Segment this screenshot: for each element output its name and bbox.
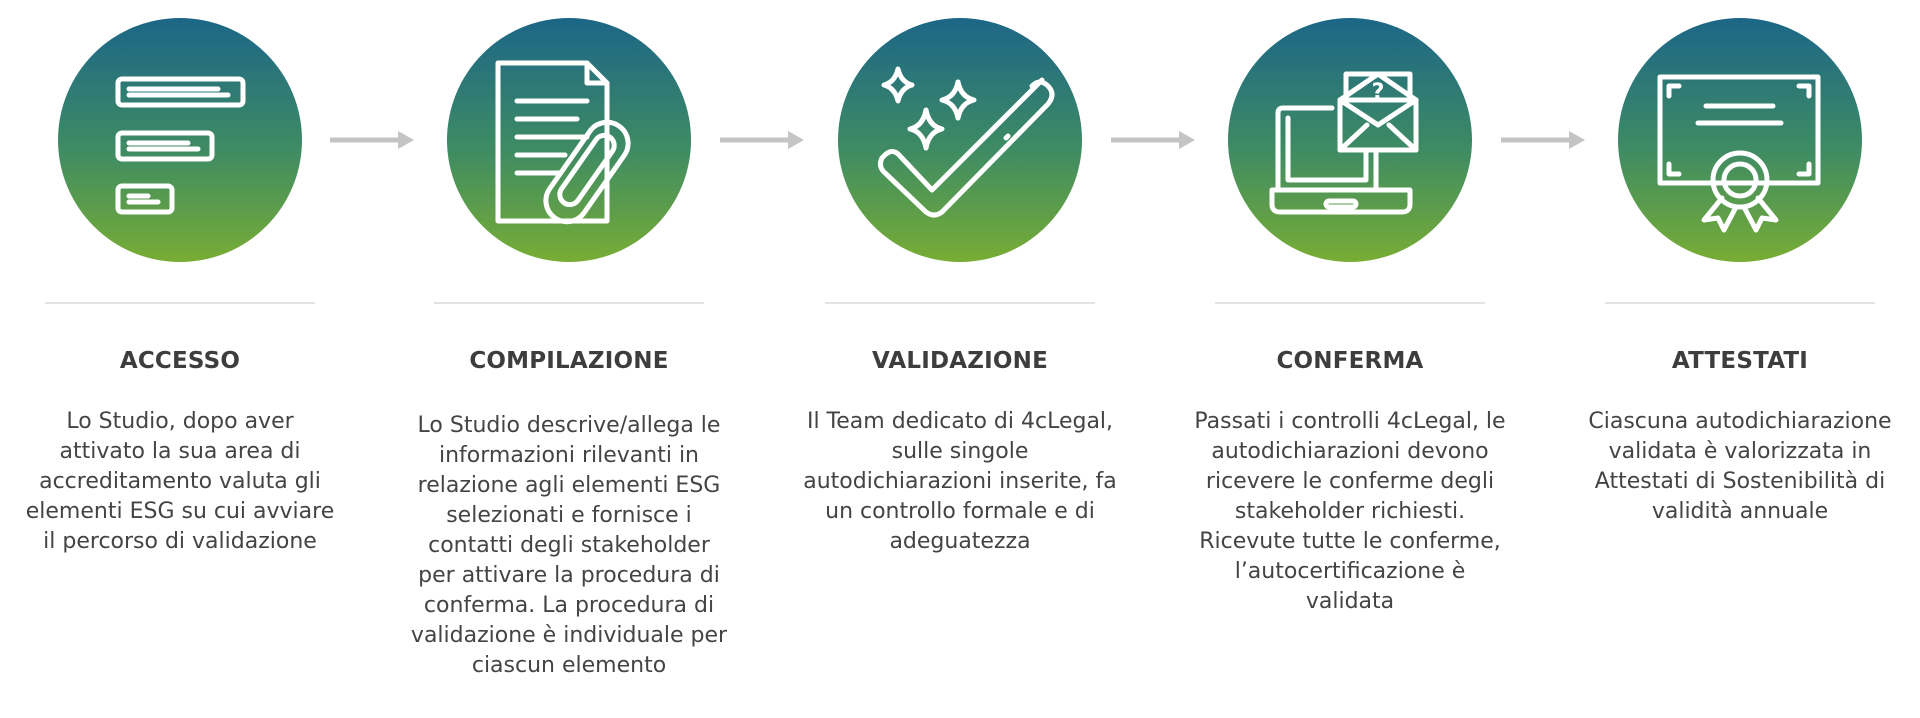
desc-line: il percorso di validazione bbox=[43, 529, 317, 554]
step-title: COMPILAZIONE bbox=[469, 348, 669, 374]
form-fields-icon bbox=[115, 76, 246, 215]
desc-line: validazione è individuale per bbox=[410, 623, 728, 648]
desc-line: Il Team dedicato di 4cLegal, bbox=[806, 409, 1114, 434]
desc-line: Ciascuna autodichiarazione bbox=[1588, 409, 1892, 434]
step-circle bbox=[58, 18, 302, 262]
certificate-icon bbox=[1657, 74, 1821, 233]
divider bbox=[1605, 302, 1875, 304]
laptop-envelope-icon: ? bbox=[1269, 71, 1419, 215]
desc-line: informazioni rilevanti in bbox=[438, 443, 700, 468]
desc-line: Ricevute tutte le conferme, bbox=[1199, 529, 1501, 554]
desc-line: ciascun elemento bbox=[471, 653, 667, 678]
desc-line: stakeholder richiesti. bbox=[1234, 499, 1466, 524]
arrow-icon bbox=[1499, 127, 1587, 153]
desc-line: elementi ESG su cui avviare bbox=[25, 499, 335, 524]
desc-line: validità annuale bbox=[1651, 499, 1829, 524]
desc-line: l’autocertificazione è bbox=[1234, 559, 1466, 584]
step-title: ATTESTATI bbox=[1671, 348, 1809, 374]
step-title: CONFERMA bbox=[1276, 348, 1424, 374]
desc-line: Lo Studio, dopo aver bbox=[66, 409, 294, 434]
divider bbox=[825, 302, 1095, 304]
desc-line: validata è valorizzata in bbox=[1608, 439, 1872, 464]
divider bbox=[434, 302, 704, 304]
step-circle bbox=[838, 18, 1082, 262]
desc-line: autodichiarazioni devono bbox=[1211, 439, 1489, 464]
step-compilazione: COMPILAZIONE Lo Studio descrive/allega l… bbox=[399, 0, 739, 718]
step-attestati: ATTESTATI Ciascuna autodichiarazione val… bbox=[1570, 0, 1910, 718]
step-title: VALIDAZIONE bbox=[871, 348, 1049, 374]
arrow-icon bbox=[718, 127, 806, 153]
step-description: Passati i controlli 4cLegal, le autodich… bbox=[1180, 407, 1520, 617]
desc-line: accreditamento valuta gli bbox=[39, 469, 321, 494]
desc-line: attivato la sua area di bbox=[59, 439, 301, 464]
desc-line: autodichiarazioni inserite, fa bbox=[803, 469, 1117, 494]
desc-line: per attivare la procedura di bbox=[418, 563, 720, 588]
step-circle: ? bbox=[1228, 18, 1472, 262]
arrow-icon bbox=[328, 127, 416, 153]
step-description: Lo Studio descrive/allega le informazion… bbox=[399, 411, 739, 681]
svg-text:?: ? bbox=[1372, 80, 1385, 105]
step-description: Il Team dedicato di 4cLegal, sulle singo… bbox=[790, 407, 1130, 557]
desc-line: conferma. La procedura di bbox=[423, 593, 715, 618]
desc-line: relazione agli elementi ESG bbox=[417, 473, 721, 498]
step-circle bbox=[1618, 18, 1862, 262]
desc-line: ricevere le conferme degli bbox=[1205, 469, 1495, 494]
document-attachment-icon bbox=[495, 60, 631, 225]
sparkle-check-icon bbox=[877, 66, 1055, 218]
arrow-icon bbox=[1109, 127, 1197, 153]
desc-line: selezionati e fornisce i bbox=[446, 503, 692, 528]
desc-line: Attestati di Sostenibilità di bbox=[1594, 469, 1886, 494]
step-circle bbox=[447, 18, 691, 262]
step-description: Ciascuna autodichiarazione validata è va… bbox=[1570, 407, 1910, 527]
step-title: ACCESSO bbox=[119, 348, 241, 374]
desc-line: un controllo formale e di bbox=[825, 499, 1095, 524]
desc-line: Passati i controlli 4cLegal, le bbox=[1194, 409, 1506, 434]
step-accesso: ACCESSO Lo Studio, dopo aver attivato la… bbox=[10, 0, 350, 718]
step-validazione: VALIDAZIONE Il Team dedicato di 4cLegal,… bbox=[790, 0, 1130, 718]
desc-line: sulle singole bbox=[891, 439, 1029, 464]
desc-line: validata bbox=[1305, 589, 1395, 614]
step-conferma: ? CONFERMA Passati i controlli 4cLegal, … bbox=[1180, 0, 1520, 718]
divider bbox=[45, 302, 315, 304]
desc-line: Lo Studio descrive/allega le bbox=[417, 413, 721, 438]
desc-line: adeguatezza bbox=[889, 529, 1031, 554]
divider bbox=[1215, 302, 1485, 304]
desc-line: contatti degli stakeholder bbox=[428, 533, 710, 558]
step-description: Lo Studio, dopo aver attivato la sua are… bbox=[10, 407, 350, 557]
